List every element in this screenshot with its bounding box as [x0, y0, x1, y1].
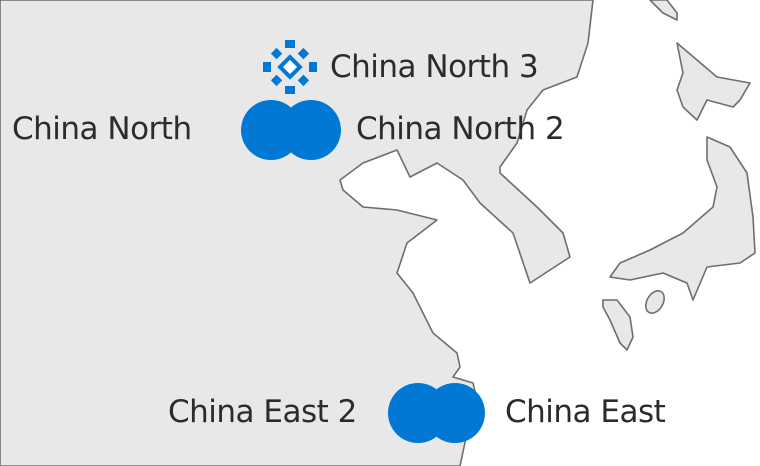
region-label-china-east-2: China East 2 [168, 394, 357, 430]
kyushu-island [602, 299, 634, 351]
region-label-china-north: China North [12, 111, 192, 147]
mainland-china-korea [0, 0, 594, 466]
region-label-china-north-2: China North 2 [356, 111, 565, 147]
china-east-marker[interactable] [425, 383, 485, 443]
honshu-island [609, 136, 756, 301]
sakhalin-island [649, 0, 678, 21]
region-label-china-north-3: China North 3 [330, 49, 539, 85]
china-north-2-marker[interactable] [281, 100, 341, 160]
region-label-china-east: China East [505, 394, 666, 430]
hokkaido-island [676, 42, 751, 121]
shikoku-island [645, 290, 665, 314]
